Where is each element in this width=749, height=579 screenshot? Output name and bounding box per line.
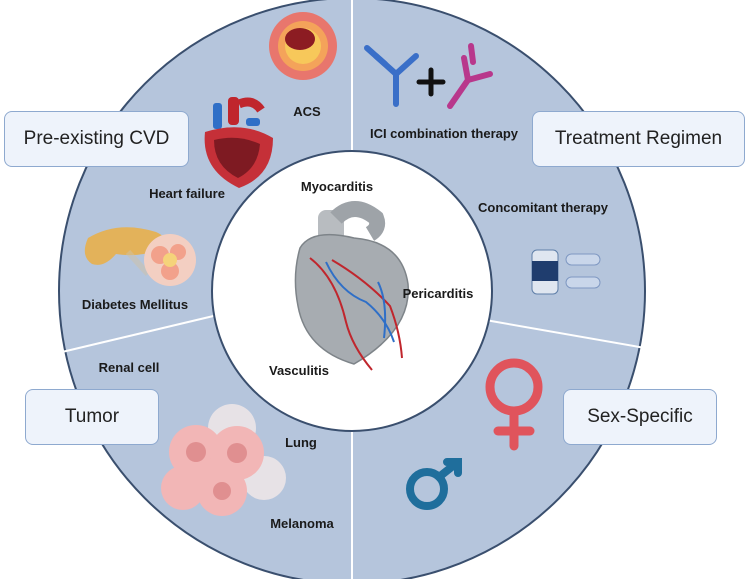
label-melanoma: Melanoma [270, 516, 334, 531]
capsule-icon [565, 253, 601, 289]
label-diabetes: Diabetes Mellitus [82, 297, 188, 312]
label-ici-therapy: ICI combination therapy [370, 126, 519, 141]
tumor-cells-icon [161, 404, 286, 516]
pill-bottle-icon [531, 249, 559, 295]
heart-anatomy-icon [204, 97, 273, 188]
coronary-heart-icon [294, 201, 409, 371]
category-box-pre-existing-cvd: Pre-existing CVD [4, 111, 189, 167]
male-symbol-icon [406, 458, 462, 510]
label-lung: Lung [285, 435, 317, 450]
label-renal-cell: Renal cell [99, 360, 160, 375]
artery-plaque-icon [269, 12, 337, 80]
label-myocarditis: Myocarditis [301, 179, 373, 194]
category-box-treatment-regimen: Treatment Regimen [532, 111, 745, 167]
antibody-purple-icon [447, 43, 493, 109]
label-heart-failure: Heart failure [149, 186, 225, 201]
label-concomitant: Concomitant therapy [478, 200, 609, 215]
female-symbol-icon [485, 358, 543, 451]
category-box-tumor: Tumor [25, 389, 159, 445]
label-acs: ACS [293, 104, 321, 119]
pancreas-icon [84, 227, 196, 286]
plus-icon [416, 67, 446, 97]
antibody-blue-icon [364, 45, 419, 107]
label-pericarditis: Pericarditis [403, 286, 474, 301]
label-vasculitis: Vasculitis [269, 363, 329, 378]
category-box-sex-specific: Sex-Specific [563, 389, 717, 445]
quadrant-dividers [61, 0, 646, 579]
